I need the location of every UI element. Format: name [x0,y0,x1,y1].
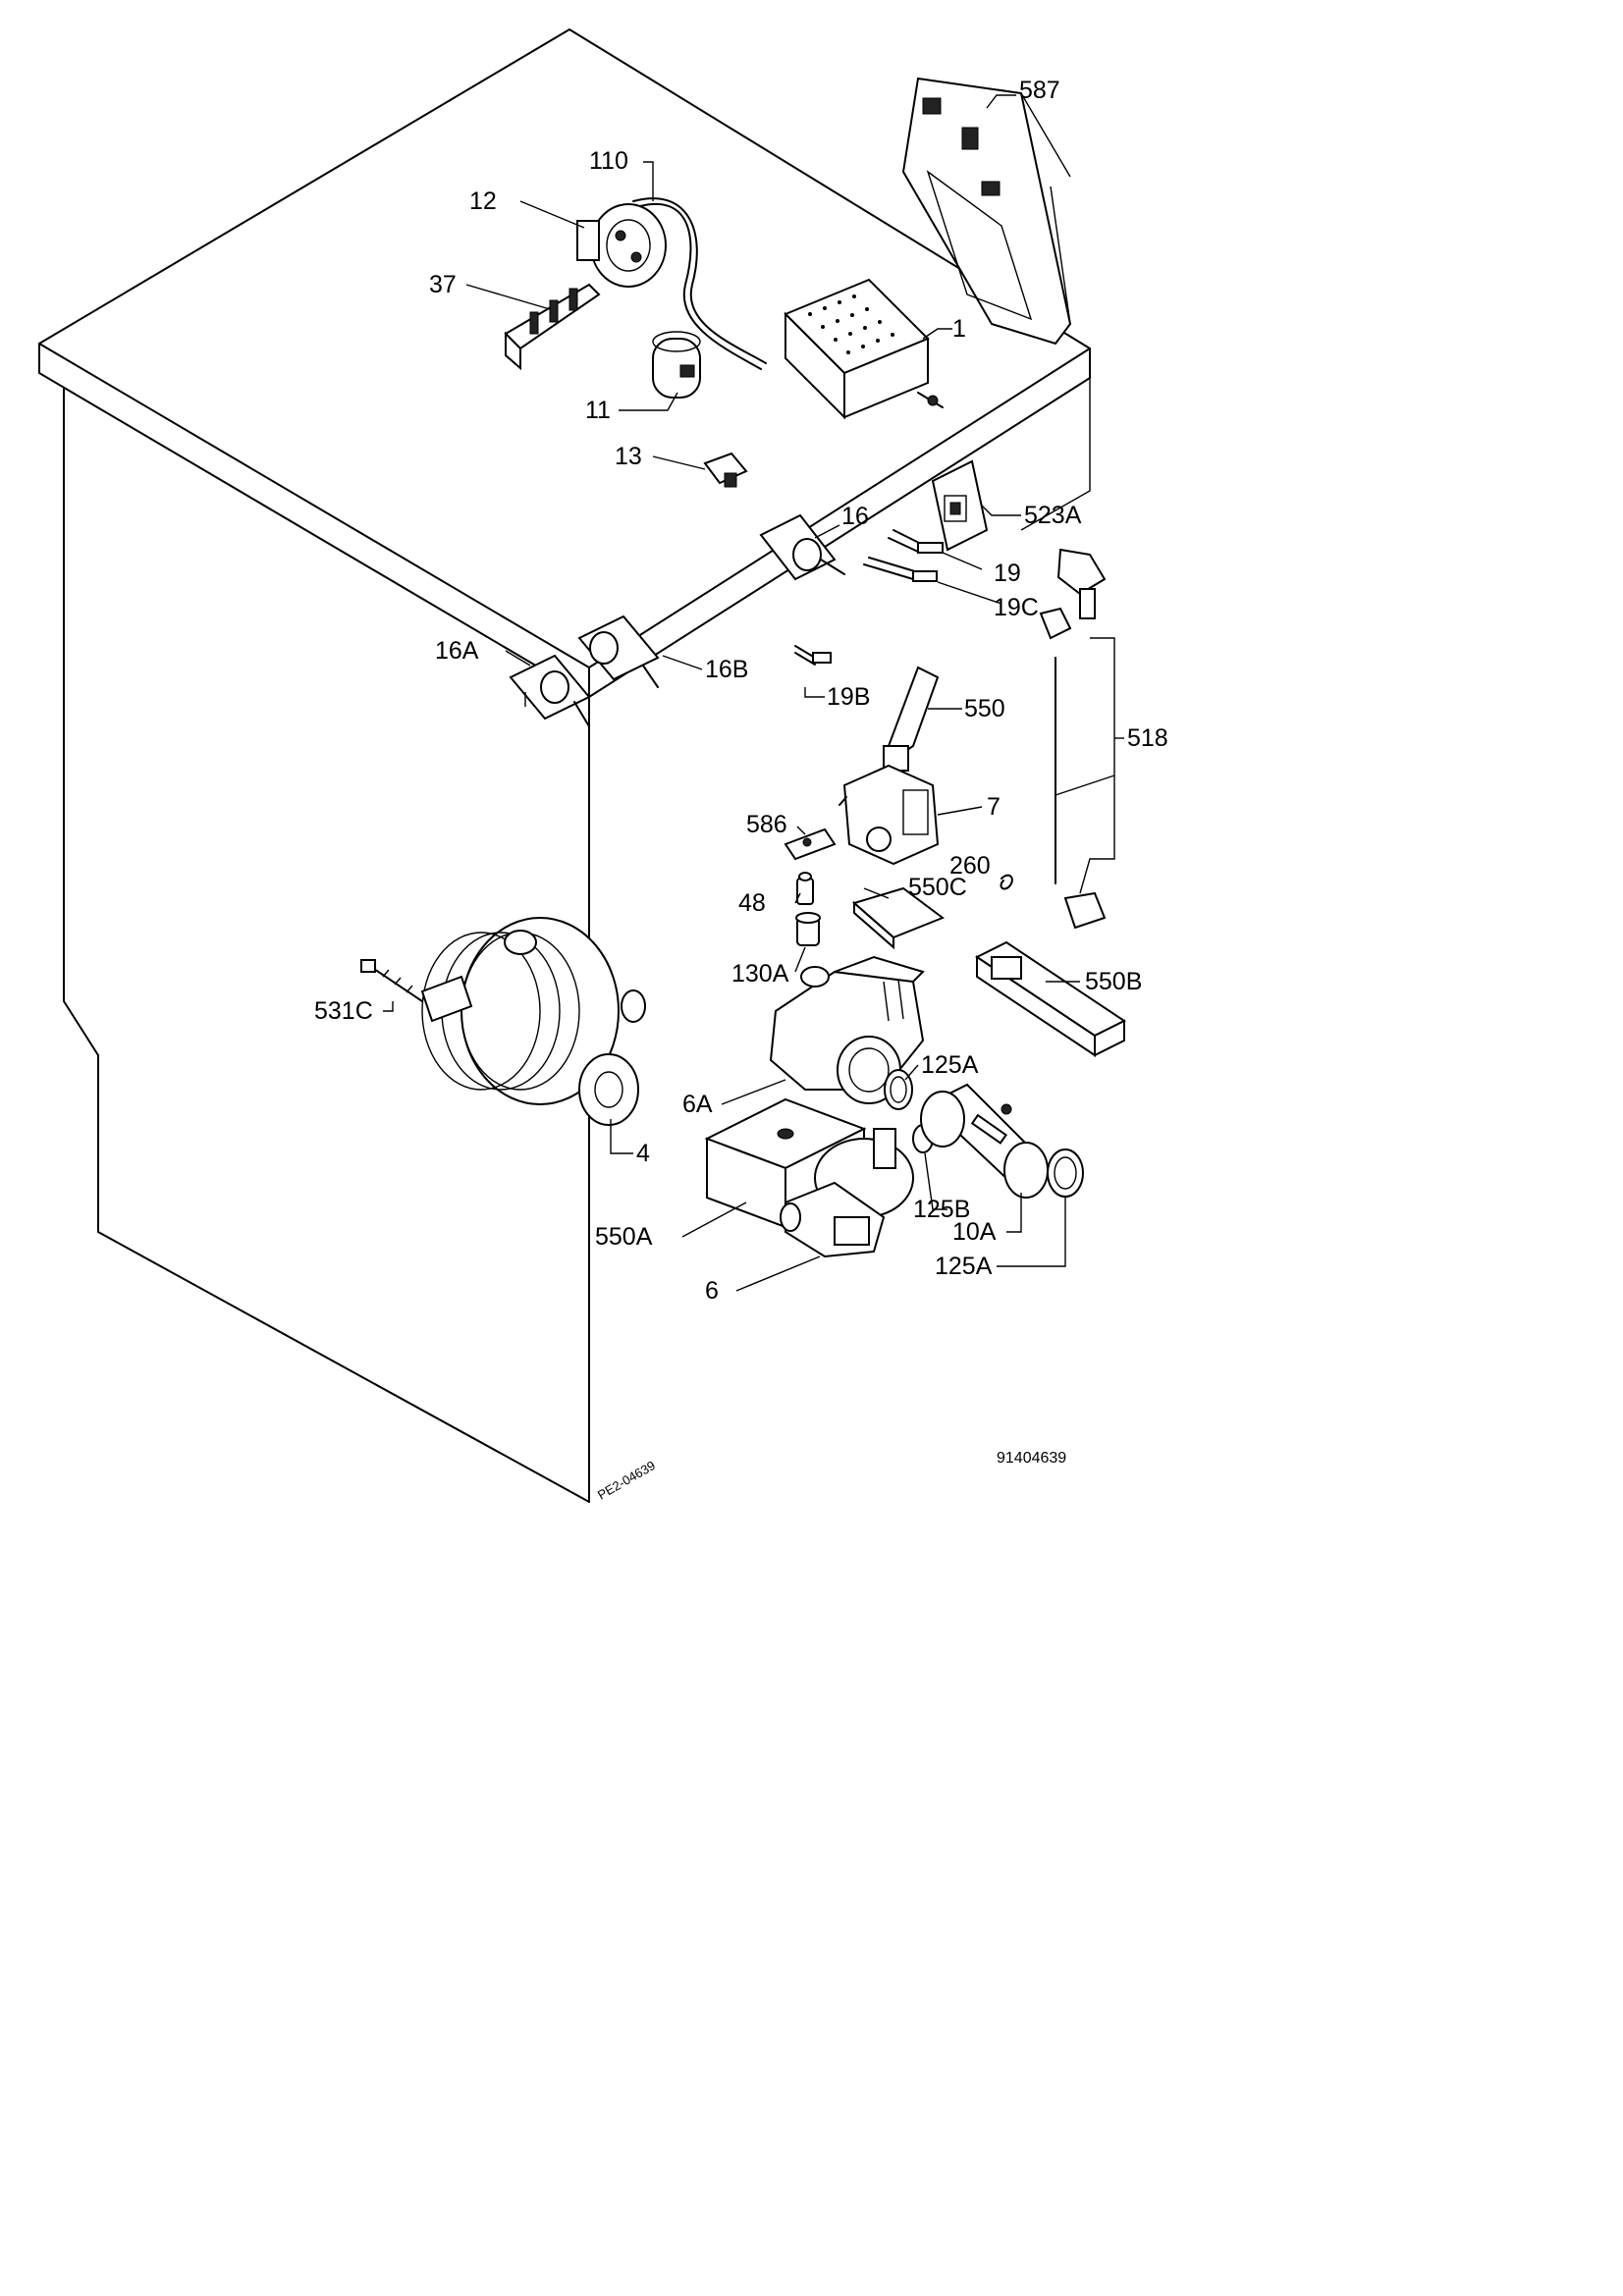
cover-550c-icon [851,886,946,950]
callout-550: 550 [964,695,1005,722]
callout-110: 110 [589,147,628,175]
drawing-code: PE2-04639 [595,1458,658,1503]
callout-6: 6 [705,1277,719,1305]
leader-lines [383,94,1124,1292]
callout-48: 48 [738,889,766,917]
callout-518: 518 [1127,724,1168,752]
bar-550b-icon [975,940,1126,1057]
pipe-10a-icon [920,1083,1049,1199]
control-panel-bracket-587-icon [901,77,1072,346]
callout-531c: 531C [314,997,373,1025]
callout-37: 37 [429,271,457,298]
capacitor-11-icon [652,331,701,399]
pressure-switch-130a-icon [795,912,821,946]
callout-550c: 550C [908,874,967,901]
lever-550-icon [883,666,940,772]
callout-550a: 550A [595,1223,653,1251]
selector-switch-12-icon [576,203,667,288]
clip-260-icon [1000,874,1013,890]
door-lock-7-icon [839,764,940,866]
callout-586: 586 [746,811,787,838]
callout-125b: 125B [913,1196,970,1223]
cabinet-outline [38,28,1091,1503]
callout-260: 260 [949,852,991,880]
callout-11: 11 [585,397,611,424]
callout-19c: 19C [994,594,1039,621]
connector-13-icon [703,452,748,488]
seal-ring-125a-bottom-icon [1047,1148,1084,1198]
reference-number: 91404639 [997,1450,1066,1467]
callout-7: 7 [987,793,1001,821]
callout-125a-bottom: 125A [935,1253,993,1280]
callout-10a: 10A [952,1218,997,1246]
callout-19: 19 [994,560,1021,587]
callout-550b: 550B [1085,968,1142,995]
rod-518-icon [1039,548,1107,930]
callout-1: 1 [952,315,966,343]
callout-labels: 587 110 12 37 1 11 13 523A 16 19 19C 16A… [314,77,1168,1305]
plate-523a-icon [931,459,989,552]
callout-125a-top: 125A [921,1051,979,1079]
wire-19b-icon [794,645,832,666]
callout-4: 4 [636,1140,650,1167]
callout-130a: 130A [731,960,789,988]
screw-531c-icon [360,959,423,1002]
bracket-586-icon [784,828,837,861]
sensor-48-icon [796,872,814,905]
callout-16b: 16B [705,656,748,683]
callout-523a: 523A [1024,502,1082,529]
switch-16b-icon [577,614,660,688]
callout-587: 587 [1019,77,1060,104]
callout-13: 13 [615,443,642,470]
callout-6a: 6A [682,1091,713,1118]
switch-16a-icon [509,654,591,727]
motor-4-icon [420,917,646,1126]
callout-19b: 19B [827,683,870,711]
callout-16a: 16A [435,637,479,665]
callout-16: 16 [841,503,869,530]
callout-12: 12 [469,187,497,215]
cable-110-icon [632,197,767,364]
parts-artwork [360,77,1126,1258]
drain-pump-6-icon [780,1128,914,1258]
switch-16-icon [759,513,845,581]
programmer-1-icon [784,278,944,420]
terminal-block-37-icon [504,283,601,371]
wire-19c-icon [863,557,938,582]
wire-19-icon [888,529,944,554]
